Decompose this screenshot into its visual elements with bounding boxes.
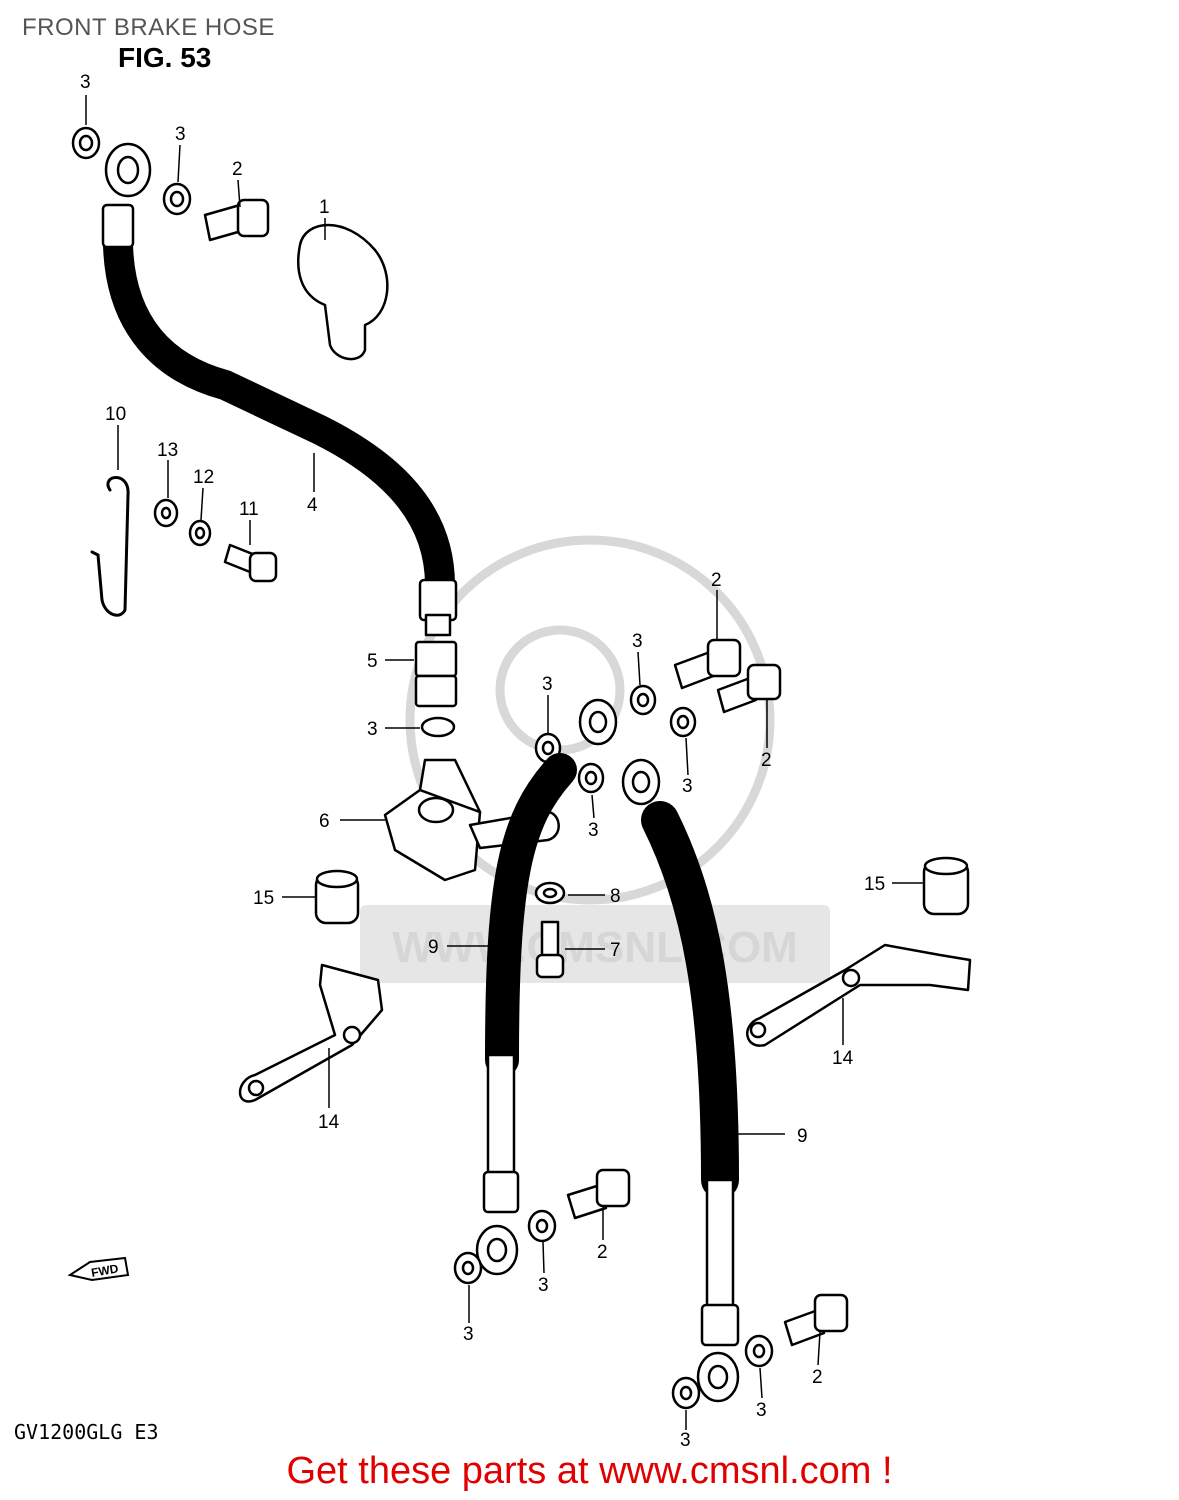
banjo-bolt-bottom-left	[453, 1168, 631, 1285]
callout-3: 3	[80, 72, 91, 93]
washer-group-center	[534, 684, 697, 794]
hose-bracket-right	[746, 943, 972, 1047]
callout-2: 2	[761, 750, 772, 771]
callout-3: 3	[367, 719, 378, 740]
union-fitting	[414, 640, 458, 738]
fwd-label: FWD	[90, 1261, 120, 1280]
callout-12: 12	[193, 467, 214, 488]
callout-9: 9	[797, 1126, 808, 1147]
grommets	[314, 856, 970, 925]
callout-2: 2	[812, 1367, 823, 1388]
callout-3: 3	[588, 820, 599, 841]
callout-2: 2	[232, 159, 243, 180]
watermark-text: WWW.CMSNL.COM	[392, 923, 798, 972]
callout-3: 3	[542, 674, 553, 695]
callout-14: 14	[318, 1112, 340, 1133]
small-washers	[153, 498, 212, 547]
lower-brake-hose-right	[621, 758, 740, 1403]
callout-3: 3	[632, 631, 643, 652]
lower-brake-hose-left	[475, 753, 577, 1276]
callout-3: 3	[463, 1324, 474, 1345]
washer-bolt-mid	[534, 881, 566, 979]
callout-8: 8	[610, 886, 621, 907]
banjo-bolt-top	[203, 198, 270, 242]
callout-13: 13	[157, 440, 178, 461]
callout-3: 3	[680, 1430, 691, 1451]
callout-3: 3	[682, 776, 693, 797]
banjo-bolt-bottom-right	[671, 1293, 849, 1410]
callout-9: 9	[428, 937, 439, 958]
clip-bolt	[223, 543, 278, 583]
page-title: FRONT BRAKE HOSE	[22, 14, 275, 41]
banjo-cover	[297, 223, 389, 361]
leader-lines	[85, 95, 924, 1430]
callout-3: 3	[175, 124, 186, 145]
callout-10: 10	[105, 404, 126, 425]
callout-4: 4	[307, 495, 318, 516]
hose-clip	[90, 476, 130, 617]
callout-7: 7	[610, 940, 621, 961]
callout-6: 6	[319, 811, 330, 832]
callout-numbers: 3 3 2 1 10 13 12 11 4 5 3 6 3 3 2 2 3 3 …	[80, 72, 885, 1451]
callout-14: 14	[832, 1048, 854, 1069]
callout-15: 15	[864, 874, 885, 895]
callout-2: 2	[711, 570, 722, 591]
callout-15: 15	[253, 888, 274, 909]
callout-11: 11	[239, 499, 259, 520]
washer-group-top	[71, 126, 192, 216]
hose-bracket-left	[238, 963, 384, 1103]
callout-2: 2	[597, 1242, 608, 1263]
model-code: GV1200GLG E3	[14, 1420, 159, 1444]
callout-5: 5	[367, 651, 378, 672]
upper-brake-hose	[101, 142, 458, 637]
footer-link-text[interactable]: Get these parts at www.cmsnl.com !	[286, 1450, 893, 1492]
callout-1: 1	[319, 197, 330, 218]
banjo-bolts-right	[673, 638, 782, 714]
callout-3: 3	[756, 1400, 767, 1421]
figure-label: FIG. 53	[118, 42, 212, 73]
fwd-arrow-icon: FWD	[67, 1256, 130, 1282]
callout-3: 3	[538, 1275, 549, 1296]
